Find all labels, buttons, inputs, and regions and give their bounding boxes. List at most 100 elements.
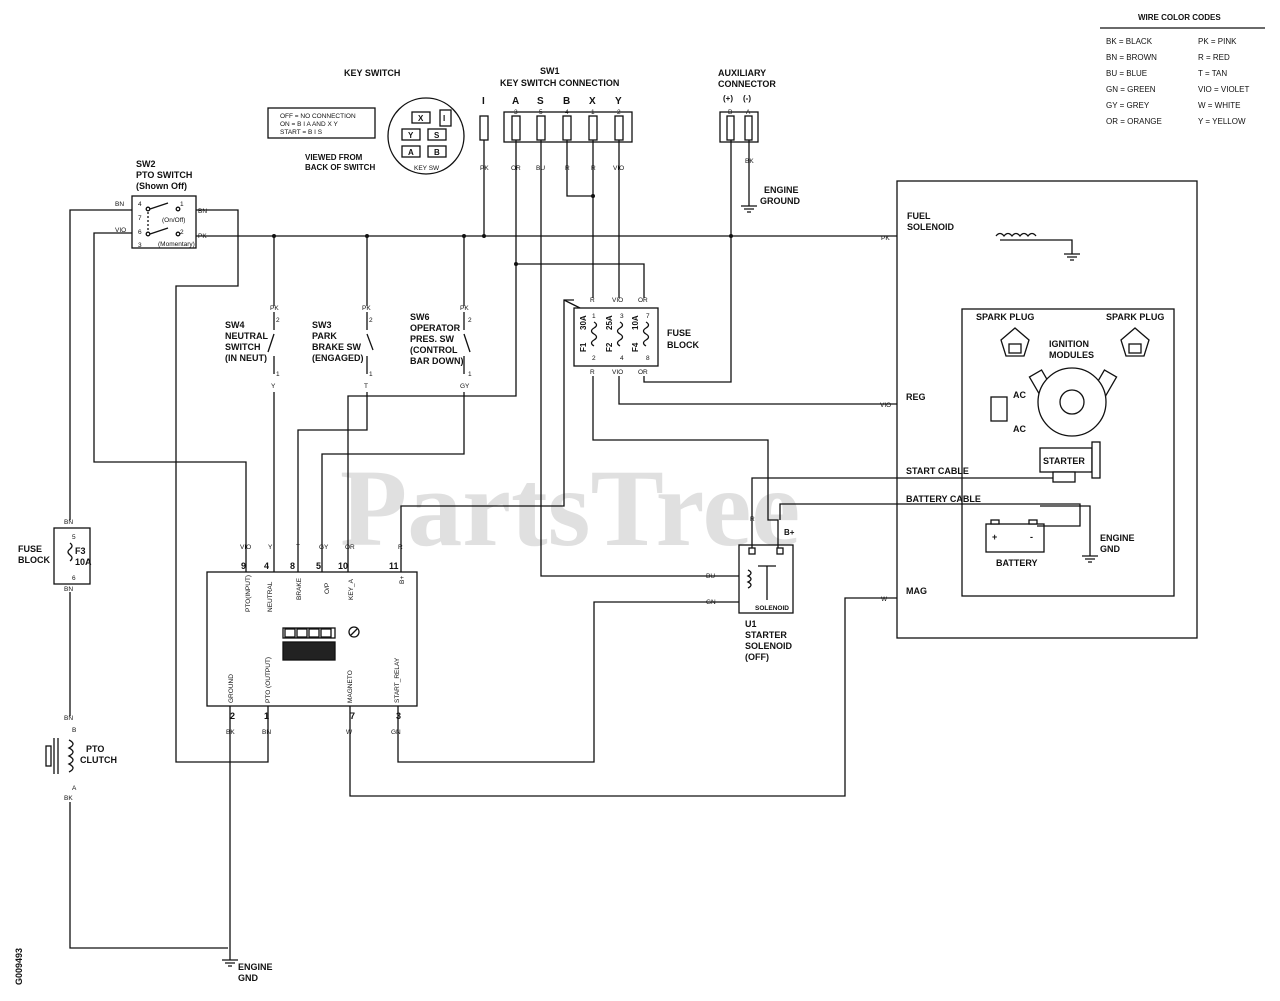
sw1-pin-a [511,115,521,141]
fb-title-1: FUSE [667,328,691,338]
key-legend-off: OFF = NO CONNECTION [280,113,356,120]
solenoid-label-2: STARTER [745,630,787,640]
f3-wire-top: BN [64,519,73,526]
mod-label-pto-input: PTO(INPUT) [245,575,252,612]
mod-label-start-relay: START_RELAY [394,657,401,703]
sw6-label-5: BAR DOWN) [410,356,464,366]
module-indicator-4 [320,628,332,638]
sw6-wire-top: PK [460,305,469,312]
fb-rating-25a: 25A [605,315,614,330]
mod-label-op: O/P [324,583,331,594]
starter-solenoid: R B+ SOLENOID BU GN U1 STARTER SOLENOID … [706,516,795,662]
sw2-pin-2: 2 [180,229,184,236]
mag-label: MAG [906,586,927,596]
mod-label-pto-output: PTO (OUTPUT) [265,657,272,703]
aux-pin-b-label: B [728,109,732,116]
sw1-key-switch-connection: SW1 KEY SWITCH CONNECTION I A S B X Y 3 … [479,66,633,172]
mod-label-brake: BRAKE [296,577,303,600]
sw6-label-2: OPERATOR [410,323,461,333]
sw1-letter-i: I [482,96,485,107]
pto-label-2: CLUTCH [80,755,117,765]
sw1-pin-s [536,115,546,141]
control-module: VIO Y T GY OR R 9 4 8 5 10 11 PTO(INPUT)… [206,544,418,736]
engine-gnd-label-2: GND [1100,544,1121,554]
key-term-b-label: B [434,148,440,157]
key-viewed-1: VIEWED FROM [305,153,363,162]
key-term-x-label: X [418,114,424,123]
aux-minus: (-) [743,94,751,103]
alternator-stator [990,396,1008,422]
fuse-f1-symbol [590,321,598,347]
fuse-f4-symbol [642,321,650,347]
key-term-i [439,109,452,127]
fuel-solenoid-coil [995,232,1037,238]
bottom-engine-gnd-1: ENGINE [238,962,273,972]
color-code-bk: BK = BLACK [1106,37,1153,46]
f3-pin-5: 5 [72,534,76,541]
engine-gnd-label-1: ENGINE [1100,533,1135,543]
sw3-label-3: BRAKE SW [312,342,362,352]
key-switch-face [387,97,465,175]
fb-pin-3: 3 [620,313,624,320]
pto-wire-bn: BN [64,715,73,722]
sw1-letter-s: S [537,96,544,107]
key-face-label: KEY SW [414,165,440,172]
sw1-pin-num-2: 2 [617,109,621,116]
solenoid-label-4: (OFF) [745,652,769,662]
sw4-label-2: NEUTRAL [225,331,268,341]
color-code-gn: GN = GREEN [1106,85,1156,94]
f3-title-2: BLOCK [18,555,50,565]
sw2-pin-1: 1 [180,201,184,208]
mod-pin-5: 5 [316,561,321,571]
sw1-pin-x [588,115,598,141]
sw2-wire-bn-right: BN [198,208,207,215]
sw2-title: SW2 [136,159,156,169]
solenoid-body [738,544,794,614]
aux-ground-label-1: ENGINE [764,185,799,195]
wire-harness [69,140,1098,967]
key-term-s [427,128,447,141]
sw2-mode-momentary: (Momentary) [158,241,195,248]
mod-pin-9: 9 [241,561,246,571]
aux-plus: (+) [723,94,733,103]
fb-wire-top-or: OR [638,297,648,304]
solenoid-term-bplus: B+ [784,528,795,537]
fuel-solenoid-label-2: SOLENOID [907,222,955,232]
sw3-park-brake-switch: PK 2 1 T SW3 PARK BRAKE SW (ENGAGED) [312,305,374,390]
pto-label-1: PTO [86,744,104,754]
fb-wire-top-vio: VIO [612,297,623,304]
fb-pin-4: 4 [620,355,624,362]
key-legend-on: ON = B I A AND X Y [280,121,339,128]
module-indicator-1 [284,628,296,638]
sw1-pin-b [562,115,572,141]
module-body [206,571,418,707]
ac-label-1: AC [1013,390,1026,400]
pto-coil [67,739,74,773]
sw1-terminal-i [479,115,489,141]
color-code-r: R = RED [1198,53,1230,62]
aux-ground-label-2: GROUND [760,196,800,206]
pto-clutch: BN B A BK PTO CLUTCH [45,715,117,802]
svg-text:+: + [992,532,997,542]
fuse-block-main: R VIO OR R VIO OR 1 3 7 2 4 8 F1 30A F2 … [573,297,699,376]
mod-label-ground: GROUND [228,674,235,703]
f3-pin-6: 6 [72,575,76,582]
solenoid-inner-label: SOLENOID [755,605,789,612]
sw1-pin-num-5: 5 [539,109,543,116]
fb-rating-10a: 10A [631,315,640,330]
mod-pin-11: 11 [389,561,399,571]
start-cable-label: START CABLE [906,466,969,476]
sw2-wire-vio: VIO [115,227,126,234]
aux-subtitle: CONNECTOR [718,79,776,89]
mod-wire-bk: BK [226,729,235,736]
aux-pin-a [744,115,753,141]
sw4-label-3: SWITCH [225,342,261,352]
f3-title-1: FUSE [18,544,42,554]
mag-wire-w: W [881,596,888,603]
mod-wire-gy: GY [319,544,329,551]
sw1-pin-num-1: 1 [591,109,595,116]
fb-pin-7: 7 [646,313,650,320]
mod-label-key-a: KEY_A [348,578,355,600]
